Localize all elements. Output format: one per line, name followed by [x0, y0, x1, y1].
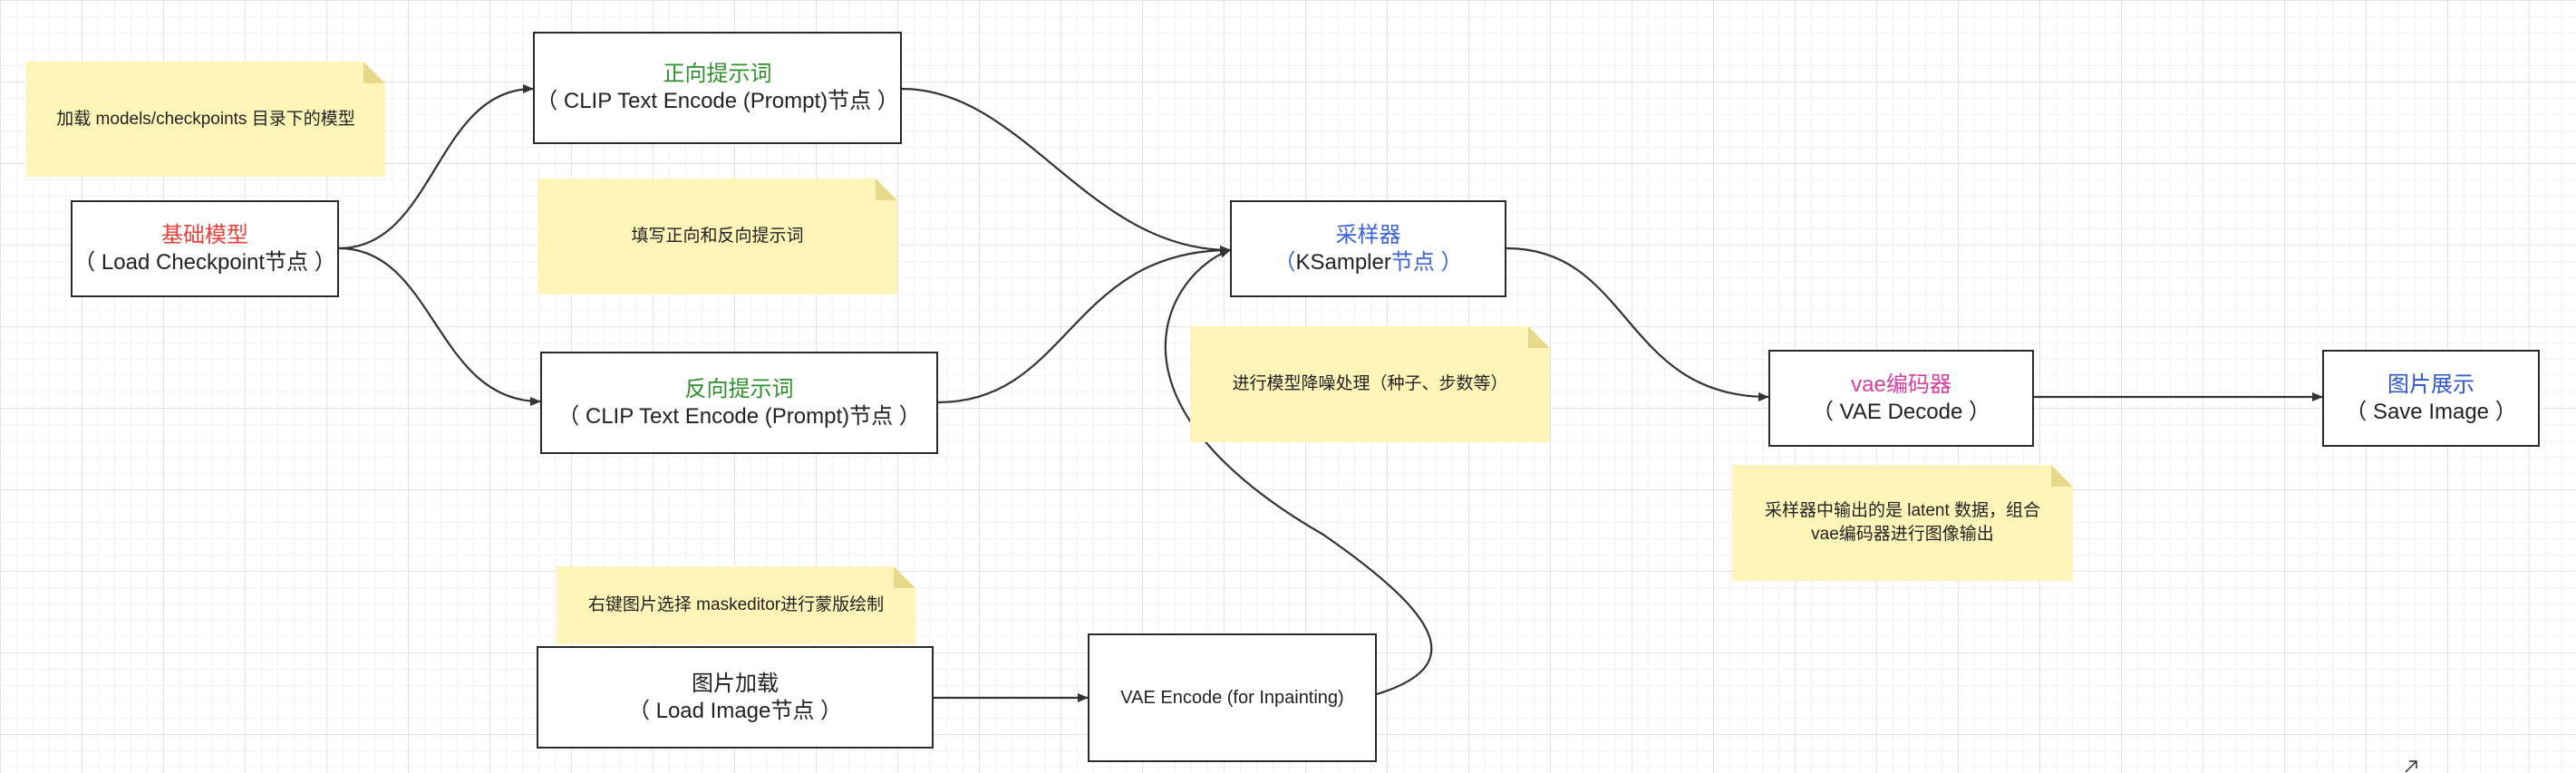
edge-ksampler-to-vae-decode[interactable]	[1506, 246, 1769, 401]
node-title: 基础模型	[161, 222, 248, 247]
note-mask[interactable]: 右键图片选择 maskeditor进行蒙版绘制	[557, 566, 915, 644]
node-vae-encode-inpainting[interactable]: VAE Encode (for Inpainting)	[1088, 633, 1377, 762]
node-title: 正向提示词	[663, 62, 772, 86]
note-text: 采样器中输出的是 latent 数据，组合vae编码器进行图像输出	[1764, 501, 2041, 544]
node-vae-decode[interactable]: vae编码器 （ VAE Decode ）	[1768, 350, 2034, 447]
node-load-image[interactable]: 图片加载 （ Load Image节点 ）	[537, 646, 934, 749]
node-subtitle-main: KSampler	[1295, 249, 1391, 275]
node-subtitle: （ Load Image节点 ）	[627, 698, 843, 723]
note-sampler[interactable]: 进行模型降噪处理（种子、步数等）	[1190, 326, 1550, 442]
node-subtitle: （ Load Checkpoint节点 ）	[73, 249, 336, 275]
node-negative-prompt[interactable]: 反向提示词 （ CLIP Text Encode (Prompt)节点 ）	[540, 352, 938, 454]
edge-vae-encode-to-ksampler[interactable]	[1164, 248, 1433, 696]
note-text: 填写正向和反向提示词	[631, 227, 804, 246]
node-load-checkpoint[interactable]: 基础模型 （ Load Checkpoint节点 ）	[71, 200, 339, 297]
node-title: 图片加载	[692, 671, 779, 696]
edge-checkpoint-to-negative[interactable]	[338, 246, 541, 406]
note-latent[interactable]: 采样器中输出的是 latent 数据，组合vae编码器进行图像输出	[1732, 465, 2073, 581]
node-subtitle: （KSampler节点 ）	[1273, 249, 1462, 276]
note-text: 右键图片选择 maskeditor进行蒙版绘制	[587, 595, 885, 614]
node-title: vae编码器	[1851, 372, 1951, 397]
edge-negative-to-ksampler[interactable]	[937, 246, 1231, 404]
node-label: VAE Encode (for Inpainting)	[1120, 688, 1344, 708]
node-title: 采样器	[1335, 222, 1401, 247]
node-save-image[interactable]: 图片展示 （ Save Image ）	[2322, 350, 2540, 447]
note-checkpoint-dir[interactable]: 加载 models/checkpoints 目录下的模型	[26, 62, 385, 177]
note-text: 加载 models/checkpoints 目录下的模型	[56, 109, 355, 129]
note-prompts[interactable]: 填写正向和反向提示词	[537, 179, 897, 295]
edge-checkpoint-to-positive[interactable]	[338, 84, 534, 250]
edge-positive-to-ksampler[interactable]	[901, 87, 1231, 255]
node-subtitle-close: 节点 ）	[1390, 249, 1463, 275]
node-subtitle: （ Save Image ）	[2345, 399, 2517, 424]
node-title: 图片展示	[2387, 372, 2474, 397]
node-ksampler[interactable]: 采样器 （KSampler节点 ）	[1230, 200, 1506, 297]
note-text: 进行模型降噪处理（种子、步数等）	[1232, 374, 1508, 393]
node-subtitle: （ CLIP Text Encode (Prompt)节点 ）	[557, 403, 921, 429]
node-subtitle: （ CLIP Text Encode (Prompt)节点 ）	[536, 89, 899, 113]
node-subtitle-open: （	[1273, 249, 1296, 275]
node-subtitle: （ VAE Decode ）	[1812, 399, 1990, 424]
node-positive-prompt[interactable]: 正向提示词 （ CLIP Text Encode (Prompt)节点 ）	[533, 32, 902, 144]
node-title: 反向提示词	[684, 376, 794, 401]
cursor-icon	[2405, 760, 2417, 773]
